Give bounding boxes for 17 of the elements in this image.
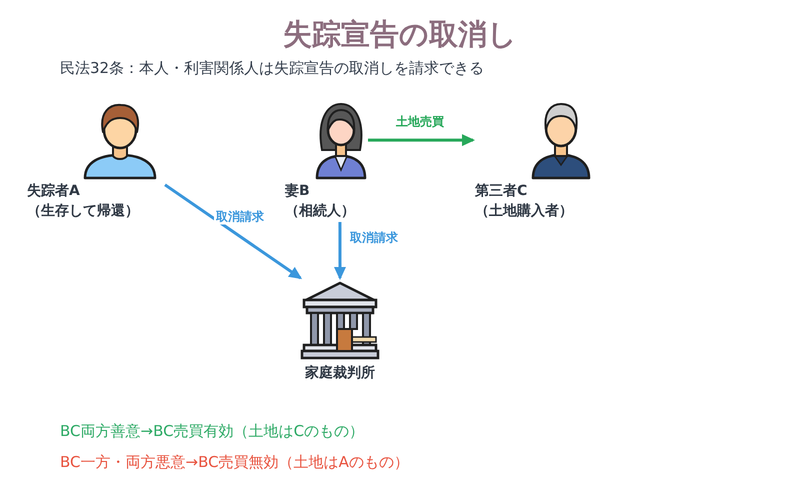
person-role: （生存して帰還）	[27, 202, 139, 220]
court-name: 家庭裁判所	[305, 364, 375, 382]
edge-label: 取消請求	[214, 210, 266, 224]
edge-label: 取消請求	[348, 230, 400, 246]
arrow	[334, 222, 346, 280]
person-name: 第三者C	[475, 182, 528, 200]
person-role: （相続人）	[285, 202, 355, 220]
title: 失踪宣告の取消し	[283, 16, 517, 52]
edge-label: 土地売買	[394, 114, 446, 130]
person-name: 失踪者A	[27, 182, 80, 200]
person-name: 妻B	[285, 182, 310, 200]
note: BC一方・両方悪意→BC売買無効（土地はAのもの）	[60, 452, 409, 472]
arrow	[164, 184, 302, 280]
note: BC両方善意→BC売買有効（土地はCのもの）	[60, 421, 364, 441]
subtitle: 民法32条：本人・利害関係人は失踪宣告の取消しを請求できる	[60, 58, 484, 78]
person-role: （土地購入者）	[475, 202, 573, 220]
arrow	[368, 134, 475, 146]
